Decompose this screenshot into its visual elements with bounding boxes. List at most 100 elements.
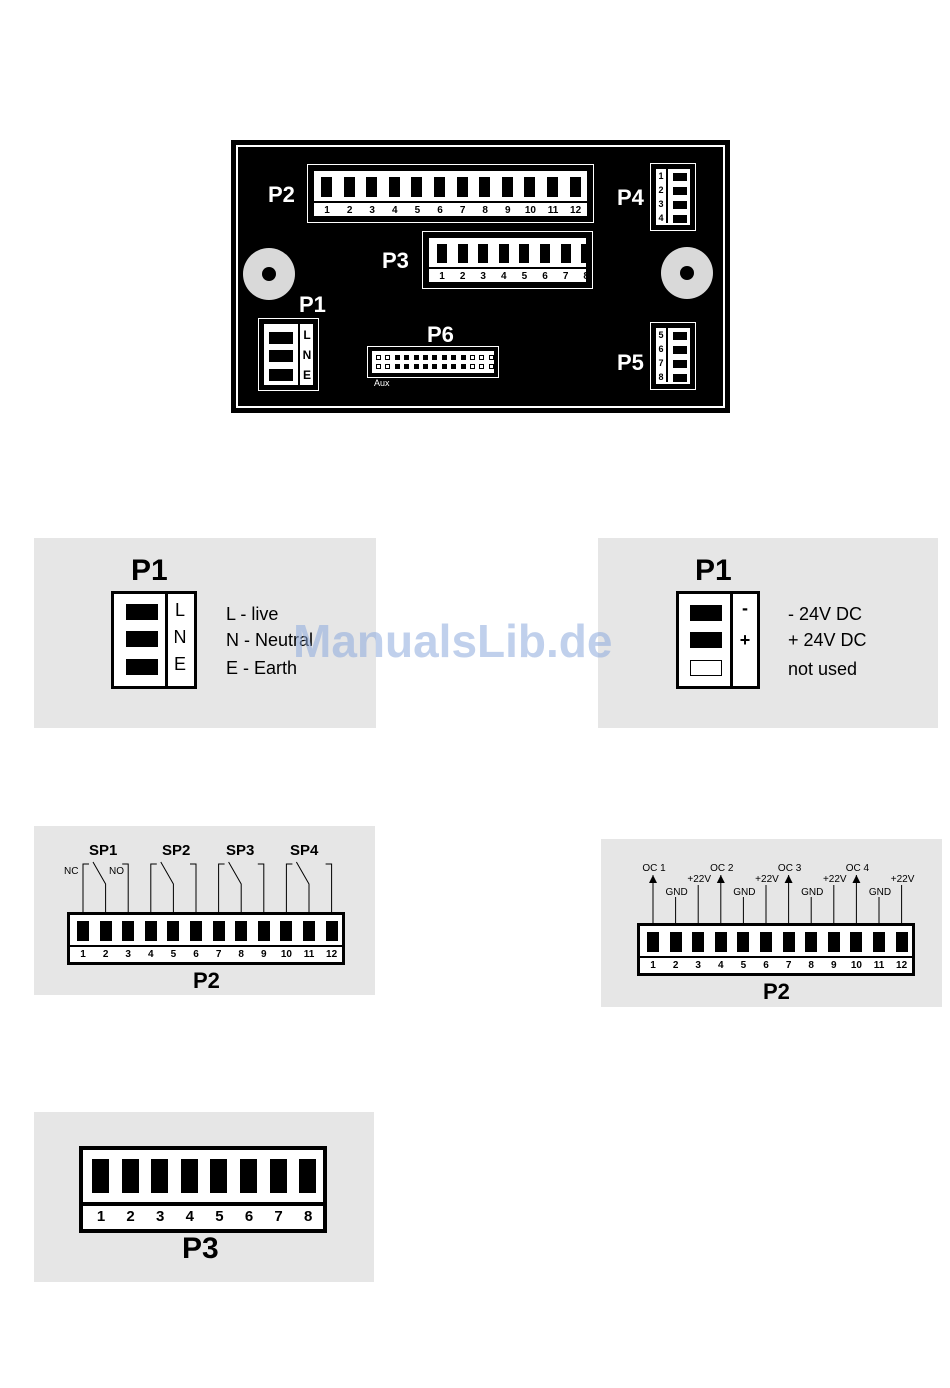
board-p2-pin — [434, 177, 445, 197]
board-p2-pin — [547, 177, 558, 197]
board-p5-pin — [673, 346, 687, 354]
panel-relay-number: 3 — [125, 949, 131, 960]
panel-p3-number: 7 — [274, 1208, 283, 1225]
board-p2-pin — [569, 177, 581, 197]
board-label-p6: P6 — [427, 322, 454, 347]
watermark: ManualsLib.de — [293, 615, 613, 667]
board-connector-divider — [666, 328, 668, 382]
panel-relay-number: 9 — [261, 949, 267, 960]
board-p2-number: 9 — [505, 205, 511, 216]
board-p2-number: 10 — [524, 205, 536, 216]
panel-oc-pin — [782, 932, 795, 952]
board-p2-number: 8 — [482, 205, 488, 216]
panel-p3-pin — [92, 1159, 109, 1193]
panel-relay-pin — [235, 921, 248, 941]
board-p2-number: 5 — [414, 205, 421, 216]
relay-label-sp3: SP3 — [226, 842, 255, 859]
oc-label: GND — [733, 887, 756, 898]
board-p6-pin — [376, 355, 381, 360]
relay-contact-line — [122, 863, 129, 914]
panel-ac-row-live: L - live — [226, 604, 279, 624]
panel-oc-title: P2 — [763, 979, 790, 1004]
panel-relay-pin — [190, 921, 202, 941]
board-p2-number: 1 — [324, 205, 330, 216]
panel-dc-title: P1 — [695, 554, 732, 587]
board-p6-body — [370, 349, 496, 375]
relay-contact-line — [92, 861, 107, 914]
panel-p3-number: 3 — [156, 1208, 165, 1225]
panel-oc-pin — [805, 932, 818, 952]
panel-oc-number: 10 — [850, 960, 862, 971]
relay-contact-line — [228, 861, 242, 914]
panel-oc-pin — [669, 932, 682, 952]
oc-label: GND — [665, 887, 688, 898]
board-p6-pin — [423, 364, 428, 369]
board-p3-number: 4 — [501, 271, 507, 282]
relay-label-sp1: SP1 — [89, 842, 118, 859]
mounting-hole-left — [243, 248, 295, 300]
board-p4-pin — [673, 201, 687, 209]
relay-contact-line — [218, 863, 225, 914]
panel-relay-number: 6 — [193, 949, 199, 960]
panel-relay-pin — [303, 921, 315, 941]
relay-contact-line — [190, 863, 197, 914]
panel-ac-title: P1 — [131, 554, 168, 587]
relay-contacts-svg — [82, 861, 333, 914]
panel-p3-number: 1 — [96, 1208, 106, 1225]
board-p2-pin — [343, 177, 355, 197]
board-p3-pin — [519, 244, 530, 263]
board-p1-body: L N E — [262, 322, 315, 387]
oc-label: +22V — [755, 874, 779, 885]
oc-label: GND — [868, 887, 892, 898]
board-p6-pin — [394, 355, 400, 360]
board-p6-pin — [470, 355, 475, 360]
oc-label: OC 4 — [845, 863, 870, 874]
relay-contact-line — [325, 863, 333, 914]
relay-no-label: NO — [109, 866, 124, 877]
board-p4-pin — [673, 187, 687, 195]
board-p6-pin — [413, 364, 419, 369]
oc-label: OC 2 — [710, 863, 734, 874]
panel-relay-number: 5 — [170, 949, 177, 960]
panel-p3-title: P3 — [182, 1232, 219, 1265]
board-p3-number: 5 — [521, 271, 528, 282]
board-p6-pin — [488, 355, 494, 360]
panel-ac-row-neutral: N - Neutral — [226, 630, 314, 650]
board-p4-number: 3 — [658, 199, 664, 209]
panel-relay-pin — [325, 921, 338, 941]
panel-p3-pin — [299, 1159, 317, 1193]
panel-oc-number: 3 — [695, 960, 701, 971]
board-p6-pin — [470, 364, 475, 369]
panel-ac-letter-e: E — [173, 654, 186, 674]
board-p2-number: 12 — [570, 205, 582, 216]
panel-ac-connector: L N E — [111, 591, 197, 689]
panel-relay-pin — [212, 921, 225, 941]
board-p6-pin — [460, 364, 466, 369]
panel-dc-row-minus: - 24V DC — [788, 604, 863, 624]
board-p3-pin — [560, 244, 571, 263]
board-border — [236, 145, 725, 408]
board-connector-p6 — [367, 346, 499, 378]
board-p6-pin — [479, 355, 485, 360]
panel-relay-number: 10 — [280, 949, 292, 960]
panel-ac-letter-n: N — [173, 627, 187, 647]
panel-oc-pin — [895, 932, 908, 952]
panel-relay-number: 7 — [215, 949, 222, 960]
panel-ac-row-earth: E - Earth — [226, 658, 298, 678]
board-p1-letter-n: N — [302, 348, 312, 362]
board-p6-pin — [376, 364, 381, 369]
panel-relay-pin — [257, 921, 270, 941]
board-connector-p1: L N E — [258, 318, 319, 391]
board-label-p3: P3 — [382, 248, 409, 273]
panel-relay-pin — [280, 921, 293, 941]
